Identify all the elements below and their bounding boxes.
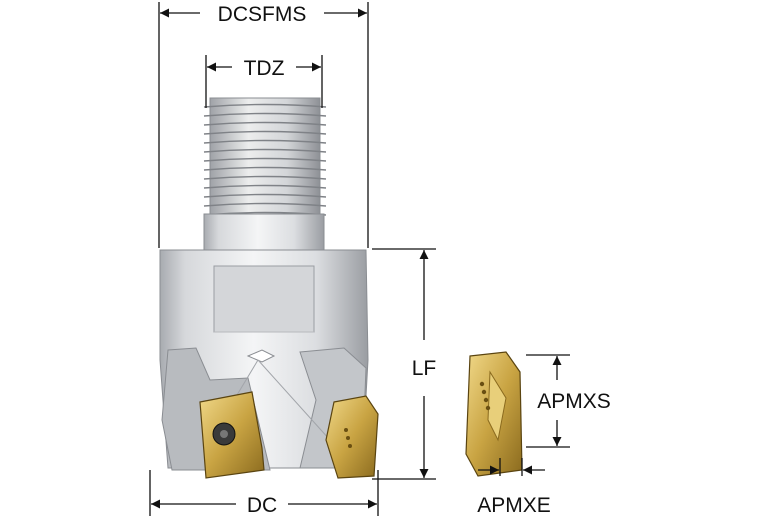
thread-ridge xyxy=(203,148,327,153)
apmxe-label: APMXE xyxy=(477,494,551,517)
left-insert xyxy=(199,391,265,479)
thread-ridge xyxy=(203,121,327,126)
thread-ridge xyxy=(203,157,327,162)
tool-body xyxy=(159,97,379,479)
thread-ridge xyxy=(203,130,327,135)
wrench-flat xyxy=(213,265,315,333)
thread-ridge xyxy=(203,139,327,144)
apmxs-label: APMXS xyxy=(537,390,611,413)
threaded-shank xyxy=(203,97,327,251)
tdz-label: TDZ xyxy=(244,57,285,80)
thread-ridge xyxy=(203,175,327,180)
right-insert xyxy=(325,395,379,479)
insert-detail xyxy=(465,351,523,477)
thread-ridge xyxy=(203,193,327,198)
thread-ridge xyxy=(203,184,327,189)
thread-ridge xyxy=(203,103,327,108)
dc-label: DC xyxy=(247,494,277,517)
thread-ridge xyxy=(203,112,327,117)
dcsfms-label: DCSFMS xyxy=(218,3,307,26)
lf-label: LF xyxy=(412,357,437,380)
thread-ridge xyxy=(203,166,327,171)
thread-ridge xyxy=(203,202,327,207)
dimension-lines xyxy=(151,8,562,509)
extension-lines xyxy=(149,2,570,516)
